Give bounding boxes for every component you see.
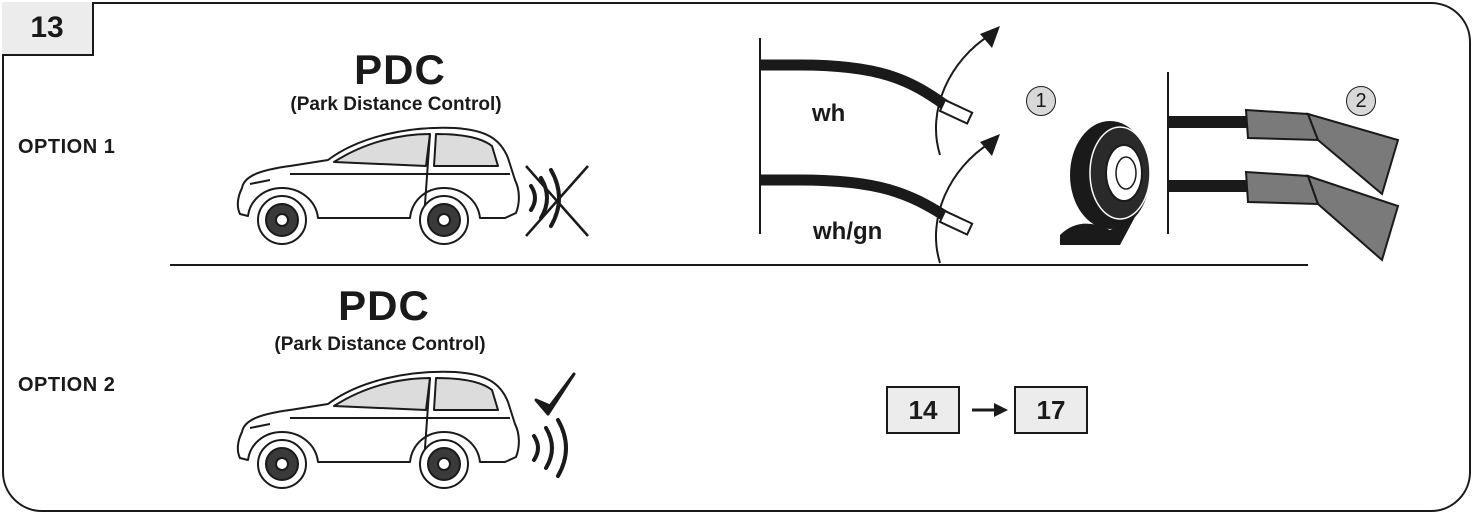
step-number: 13 <box>2 2 94 56</box>
option1-label: OPTION 1 <box>18 136 116 158</box>
cross-icon <box>525 165 589 237</box>
ref-step-to: 17 <box>1014 386 1088 434</box>
option2-pdc-title: PDC <box>338 282 430 329</box>
car-icon <box>236 370 520 489</box>
option2-label: OPTION 2 <box>18 374 116 396</box>
wire-top <box>760 59 974 125</box>
option1-pdc-subtitle: (Park Distance Control) <box>290 94 502 115</box>
arrow-icon <box>935 134 1000 264</box>
sensor-waves-icon <box>532 418 568 478</box>
insulating-tape-icon <box>1060 121 1151 245</box>
marker-2: 2 <box>1346 86 1376 116</box>
option2-pdc-subtitle: (Park Distance Control) <box>274 334 486 355</box>
wiring-divider-left <box>759 38 761 234</box>
option1-pdc-title: PDC <box>354 46 446 93</box>
arrow-icon <box>972 403 1008 417</box>
wire-label-wh-gn: wh/gn <box>813 218 883 245</box>
wire-bottom <box>760 174 974 236</box>
wiring-divider-right <box>1167 72 1169 234</box>
car-icon <box>236 126 520 245</box>
ref-step-from: 14 <box>886 386 960 434</box>
wire-label-wh: wh <box>812 100 846 127</box>
wrapped-wires <box>1168 108 1400 262</box>
check-icon <box>534 372 576 416</box>
option-divider <box>170 264 1308 266</box>
arrow-icon <box>935 26 1000 156</box>
marker-1: 1 <box>1026 86 1056 116</box>
